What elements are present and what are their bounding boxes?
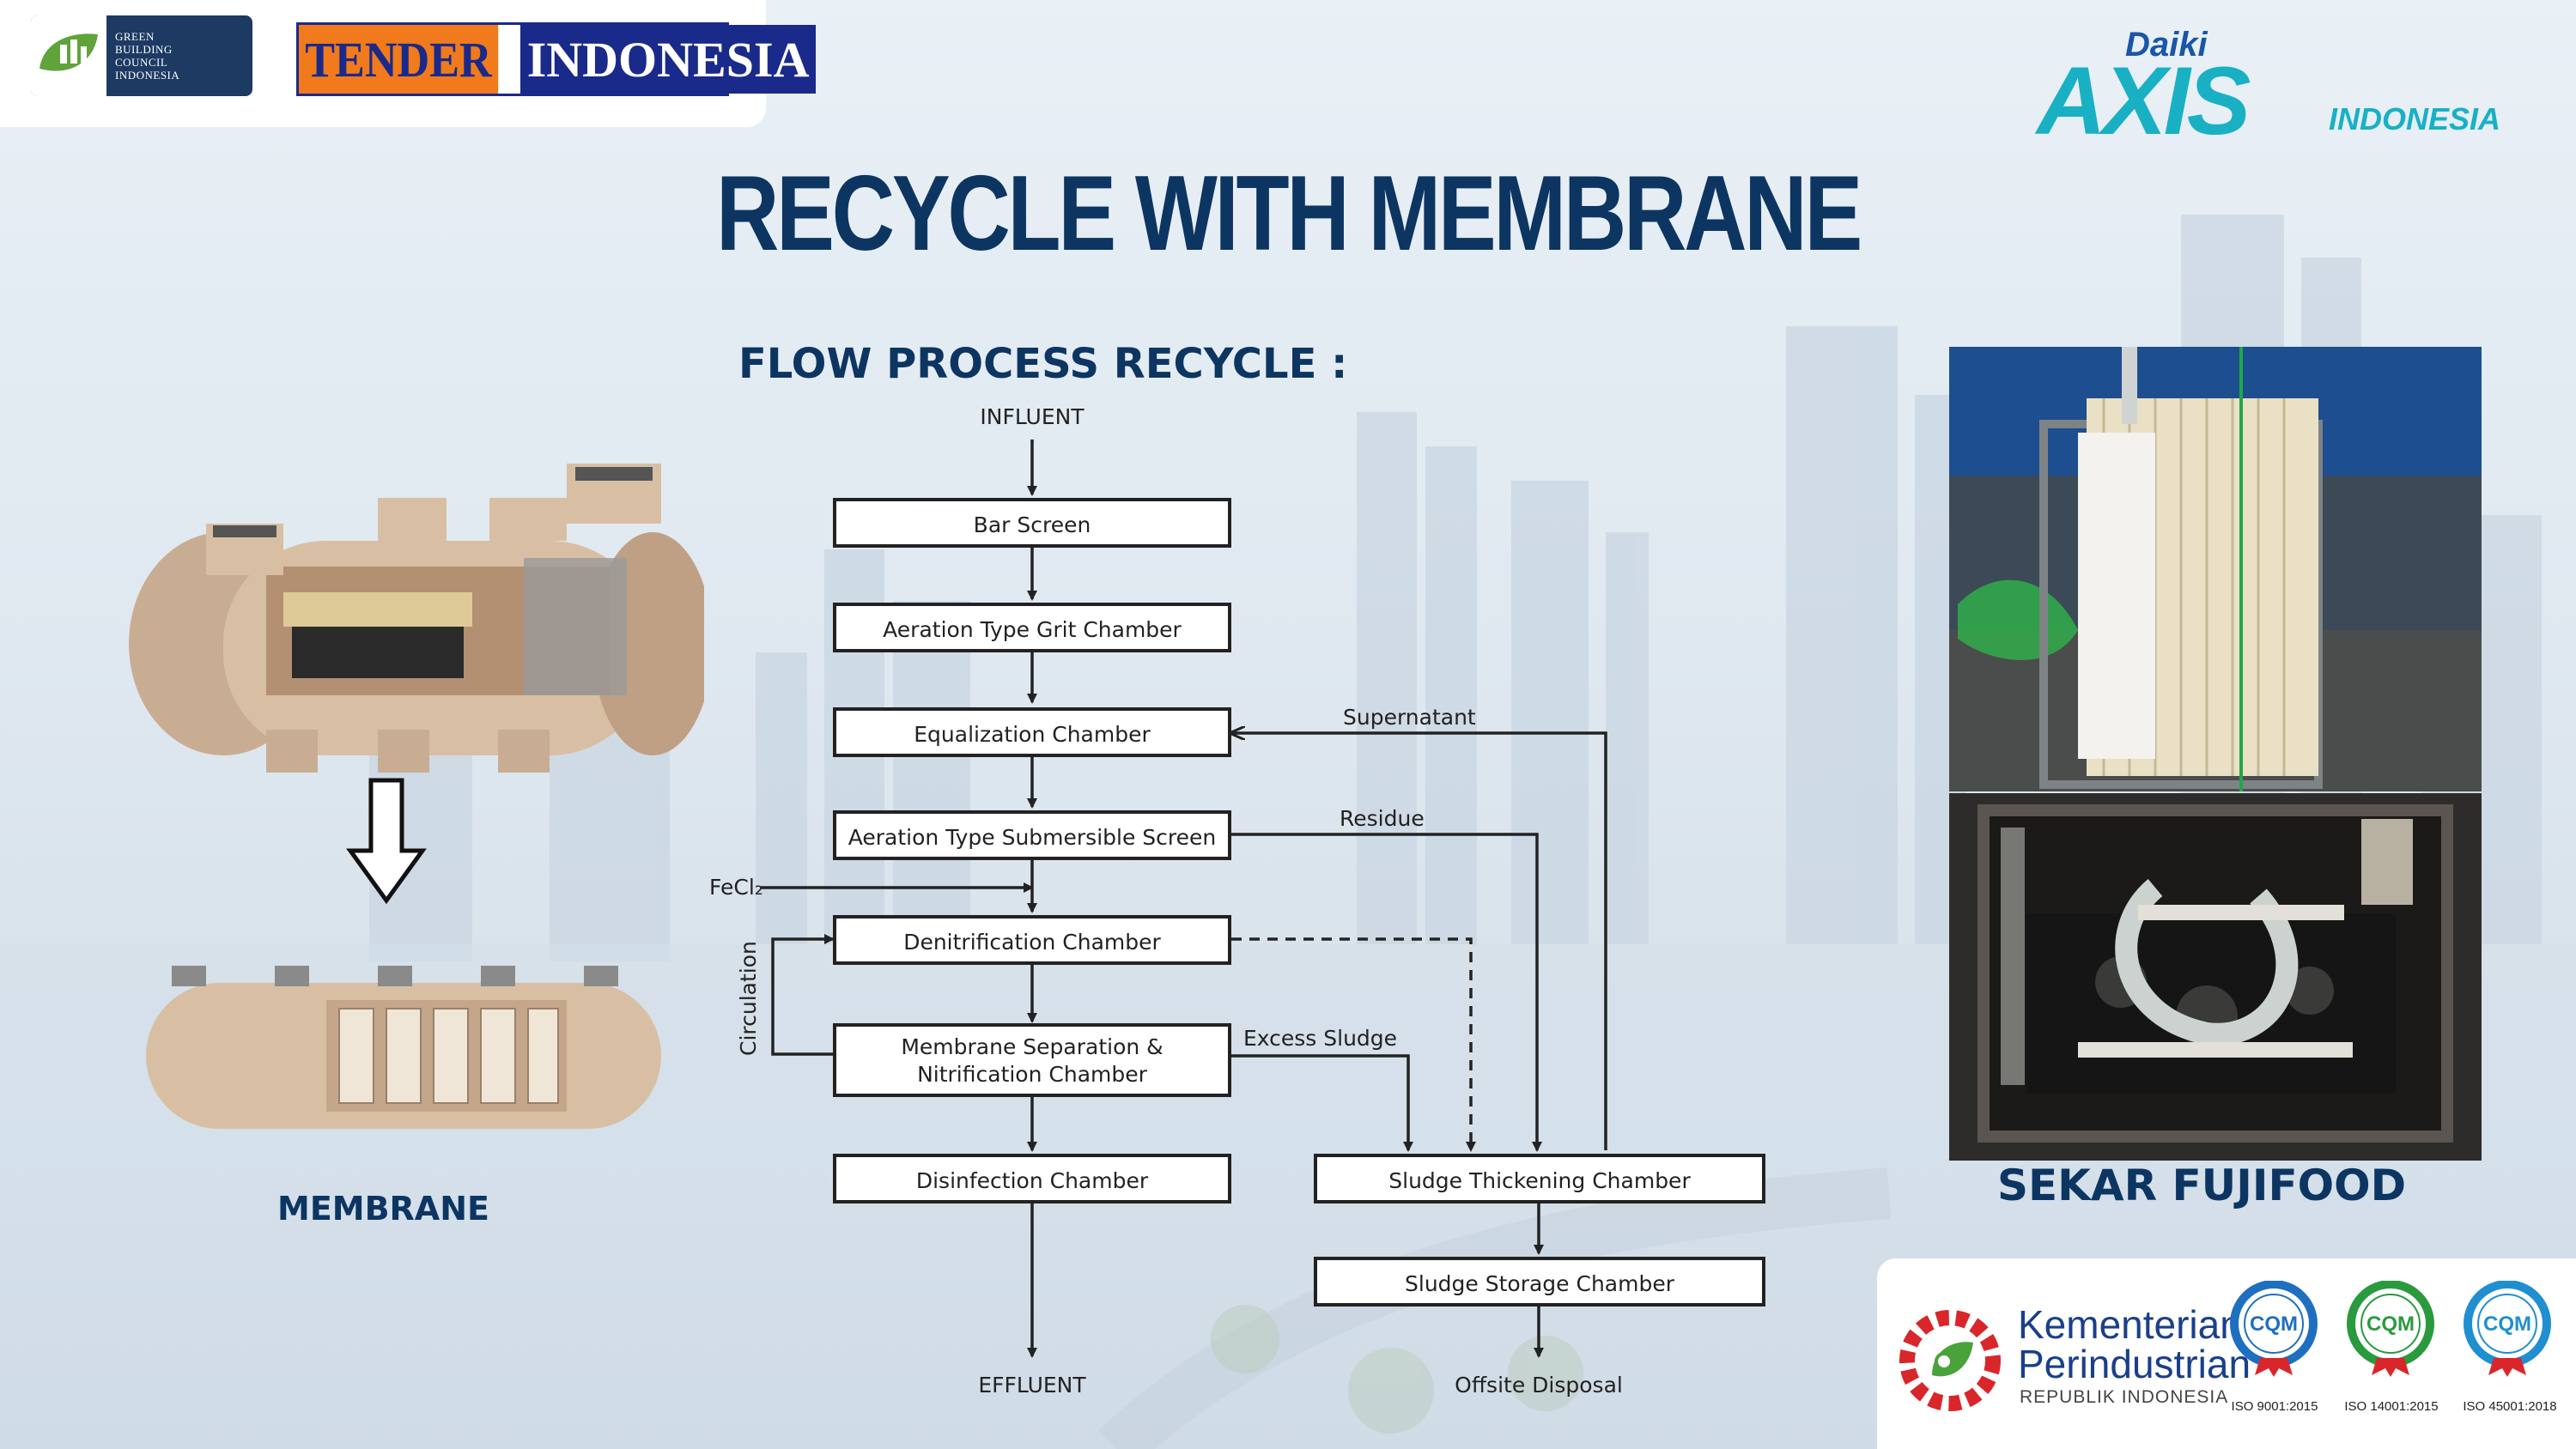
supernatant-label: Supernatant xyxy=(1343,705,1476,730)
influent-label: INFLUENT xyxy=(980,404,1084,429)
membrane-label: MEMBRANE xyxy=(277,1190,489,1228)
membrane-label-line1: Membrane Separation & xyxy=(901,1034,1163,1059)
tender-logo-left: TENDER xyxy=(299,25,498,94)
tender-logo-right: INDONESIA xyxy=(519,25,817,94)
denitrification-chamber-box xyxy=(833,915,1231,965)
flow-process-diagram: INFLUENT Bar Screen Aeration Type Grit C… xyxy=(709,404,1765,1397)
iso-9001-badge: CQM xyxy=(2230,1281,2318,1377)
excess-sludge-line xyxy=(1231,1054,1413,1152)
cqm-badge-text: CQM xyxy=(2250,1313,2298,1336)
grit-chamber-label: Aeration Type Grit Chamber xyxy=(883,617,1182,642)
project-caption: SEKAR FUJIFOOD xyxy=(1997,1161,2407,1210)
bar-screen-box xyxy=(833,498,1231,548)
green-building-council-logo: GREEN BUILDING COUNCIL INDONESIA xyxy=(31,15,252,96)
bar-screen-label: Bar Screen xyxy=(974,512,1091,537)
sludge-thickening-box xyxy=(1314,1154,1765,1203)
fecl2-label: FeCl₂ xyxy=(709,875,763,900)
ministry-name-line2: Perindustrian xyxy=(2018,1342,2251,1386)
denitrification-label: Denitrification Chamber xyxy=(903,930,1161,955)
offsite-disposal-label: Offsite Disposal xyxy=(1455,1373,1623,1397)
cqm-badge-text: CQM xyxy=(2366,1313,2415,1336)
equalization-chamber-box xyxy=(833,707,1231,757)
flow-process-title: FLOW PROCESS RECYCLE : xyxy=(738,340,1348,388)
daiki-logo-top: Daiki xyxy=(2125,26,2208,64)
page-title: RECYCLE WITH MEMBRANE xyxy=(715,155,1862,273)
dashed-sludge-line xyxy=(1231,937,1476,1152)
gbc-text-line: INDONESIA xyxy=(115,69,180,82)
membrane-module-photo xyxy=(1949,347,2482,791)
effluent-label: EFFLUENT xyxy=(978,1373,1086,1397)
membrane-tank-illustration xyxy=(146,966,661,1129)
sludge-storage-box xyxy=(1314,1257,1765,1307)
thickening-label: Sludge Thickening Chamber xyxy=(1388,1168,1691,1193)
iso-45001-badge: CQM xyxy=(2464,1281,2551,1377)
ministry-name-line1: Kementerian xyxy=(2018,1302,2242,1347)
daiki-logo-sub: INDONESIA xyxy=(2329,101,2501,136)
membrane-separation-box xyxy=(833,1023,1231,1097)
residue-label: Residue xyxy=(1340,806,1425,831)
iso-14001-badge: CQM xyxy=(2347,1281,2434,1377)
disinfection-label: Disinfection Chamber xyxy=(916,1168,1149,1193)
iso-14001-label: ISO 14001:2015 xyxy=(2344,1399,2439,1414)
gbc-text-line: BUILDING xyxy=(115,43,173,56)
certification-panel xyxy=(1877,1258,2576,1449)
iso-9001-label: ISO 9001:2015 xyxy=(2231,1399,2318,1414)
excess-sludge-label: Excess Sludge xyxy=(1243,1026,1397,1051)
disinfection-chamber-box xyxy=(833,1154,1231,1203)
down-arrow-icon xyxy=(346,778,427,905)
gbc-text-line: GREEN xyxy=(115,30,155,43)
gbc-leaf-icon xyxy=(31,15,106,96)
tank-installation-photo xyxy=(1949,793,2482,1161)
storage-label: Sludge Storage Chamber xyxy=(1405,1271,1675,1296)
circulation-loop xyxy=(771,934,837,1056)
cqm-badge-text: CQM xyxy=(2483,1313,2531,1336)
tender-indonesia-logo: TENDER INDONESIA xyxy=(296,22,817,96)
septic-tank-illustration xyxy=(129,464,704,773)
grit-chamber-box xyxy=(833,603,1231,652)
iso-45001-label: ISO 45001:2018 xyxy=(2463,1399,2557,1414)
gbc-text-line: COUNCIL xyxy=(115,56,168,69)
ministry-name-line3: REPUBLIK INDONESIA xyxy=(2020,1387,2229,1407)
membrane-label-line2: Nitrification Chamber xyxy=(917,1062,1148,1087)
circulation-label: Circulation xyxy=(736,941,761,1056)
submersible-screen-box xyxy=(833,810,1231,860)
equalization-label: Equalization Chamber xyxy=(914,722,1151,747)
kemenperin-gear-icon xyxy=(1899,1310,2001,1411)
supernatant-line xyxy=(1231,733,1607,1150)
residue-line xyxy=(1228,833,1542,1152)
daiki-logo-main: AXIS xyxy=(2037,47,2251,155)
submersible-label: Aeration Type Submersible Screen xyxy=(848,825,1217,850)
